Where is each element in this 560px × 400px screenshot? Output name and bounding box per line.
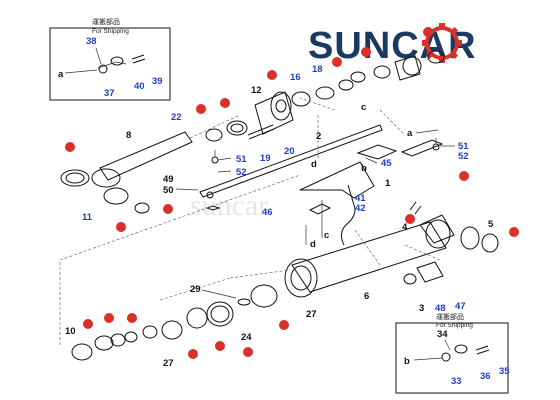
label-a-mid: a <box>407 128 413 139</box>
label-39: 39 <box>152 76 163 87</box>
label-5: 5 <box>488 219 494 230</box>
label-c-mid: c <box>361 102 366 113</box>
label-16: 16 <box>290 72 301 83</box>
label-d-low: d <box>310 239 316 250</box>
kit-bottom-title-en: For Shipping <box>436 322 473 329</box>
label-27a: 27 <box>306 309 317 320</box>
label-12: 12 <box>251 85 262 96</box>
watermark: suncar <box>190 189 268 222</box>
label-47: 47 <box>455 301 466 312</box>
label-41: 41 <box>355 193 366 204</box>
label-18: 18 <box>312 64 323 75</box>
label-22: 22 <box>171 112 182 123</box>
label-leaders <box>95 47 455 351</box>
kit-top-title-en: For Shipping <box>92 28 129 35</box>
seal-markers <box>65 27 519 359</box>
part-labels: 38 37 40 39 a 8 11 22 12 16 18 19 20 51 … <box>58 36 510 387</box>
shipping-kit-box-bottom: 運搬部品 For Shipping <box>395 312 509 394</box>
label-51a: 51 <box>236 154 247 165</box>
label-33: 33 <box>451 376 462 387</box>
label-3: 3 <box>419 303 424 314</box>
label-10: 10 <box>65 326 76 337</box>
label-11: 11 <box>82 212 93 223</box>
leader-lines <box>59 97 441 345</box>
seal-kit-lower <box>71 269 291 361</box>
label-d-mid: d <box>311 159 317 170</box>
piston-head <box>205 91 294 142</box>
label-42: 42 <box>355 203 366 214</box>
label-40: 40 <box>134 81 145 92</box>
label-c-low: c <box>324 230 329 241</box>
label-b-mid: b <box>361 163 367 174</box>
cylinder-tube <box>284 214 499 298</box>
shipping-kit-box-top: 運搬部品 For Shipping <box>49 17 171 101</box>
label-45: 45 <box>381 158 392 169</box>
kit-bottom-title-cn: 運搬部品 <box>436 312 464 321</box>
label-35: 35 <box>499 366 510 377</box>
kit-top-title-cn: 運搬部品 <box>92 17 120 26</box>
label-20: 20 <box>284 146 295 157</box>
label-b-low: b <box>404 356 410 367</box>
label-1: 1 <box>385 178 391 189</box>
label-19: 19 <box>260 153 271 164</box>
label-2: 2 <box>316 131 321 142</box>
label-4: 4 <box>402 222 408 233</box>
piston-rod-assembly <box>60 114 241 214</box>
packing-rings-top <box>291 50 445 107</box>
label-27b: 27 <box>163 358 174 369</box>
label-49: 49 <box>163 174 174 185</box>
label-51b: 51 <box>458 141 469 152</box>
label-6: 6 <box>364 291 369 302</box>
label-37: 37 <box>104 88 115 99</box>
label-34: 34 <box>437 329 448 340</box>
label-8: 8 <box>126 130 131 141</box>
label-24: 24 <box>241 332 252 343</box>
label-36: 36 <box>480 371 491 382</box>
label-46: 46 <box>262 207 273 218</box>
label-a-top: a <box>58 69 64 80</box>
label-48: 48 <box>435 303 446 314</box>
label-29: 29 <box>190 284 201 295</box>
label-38: 38 <box>86 36 97 47</box>
label-52a: 52 <box>236 167 247 178</box>
label-50: 50 <box>163 185 174 196</box>
label-52b: 52 <box>458 151 469 162</box>
